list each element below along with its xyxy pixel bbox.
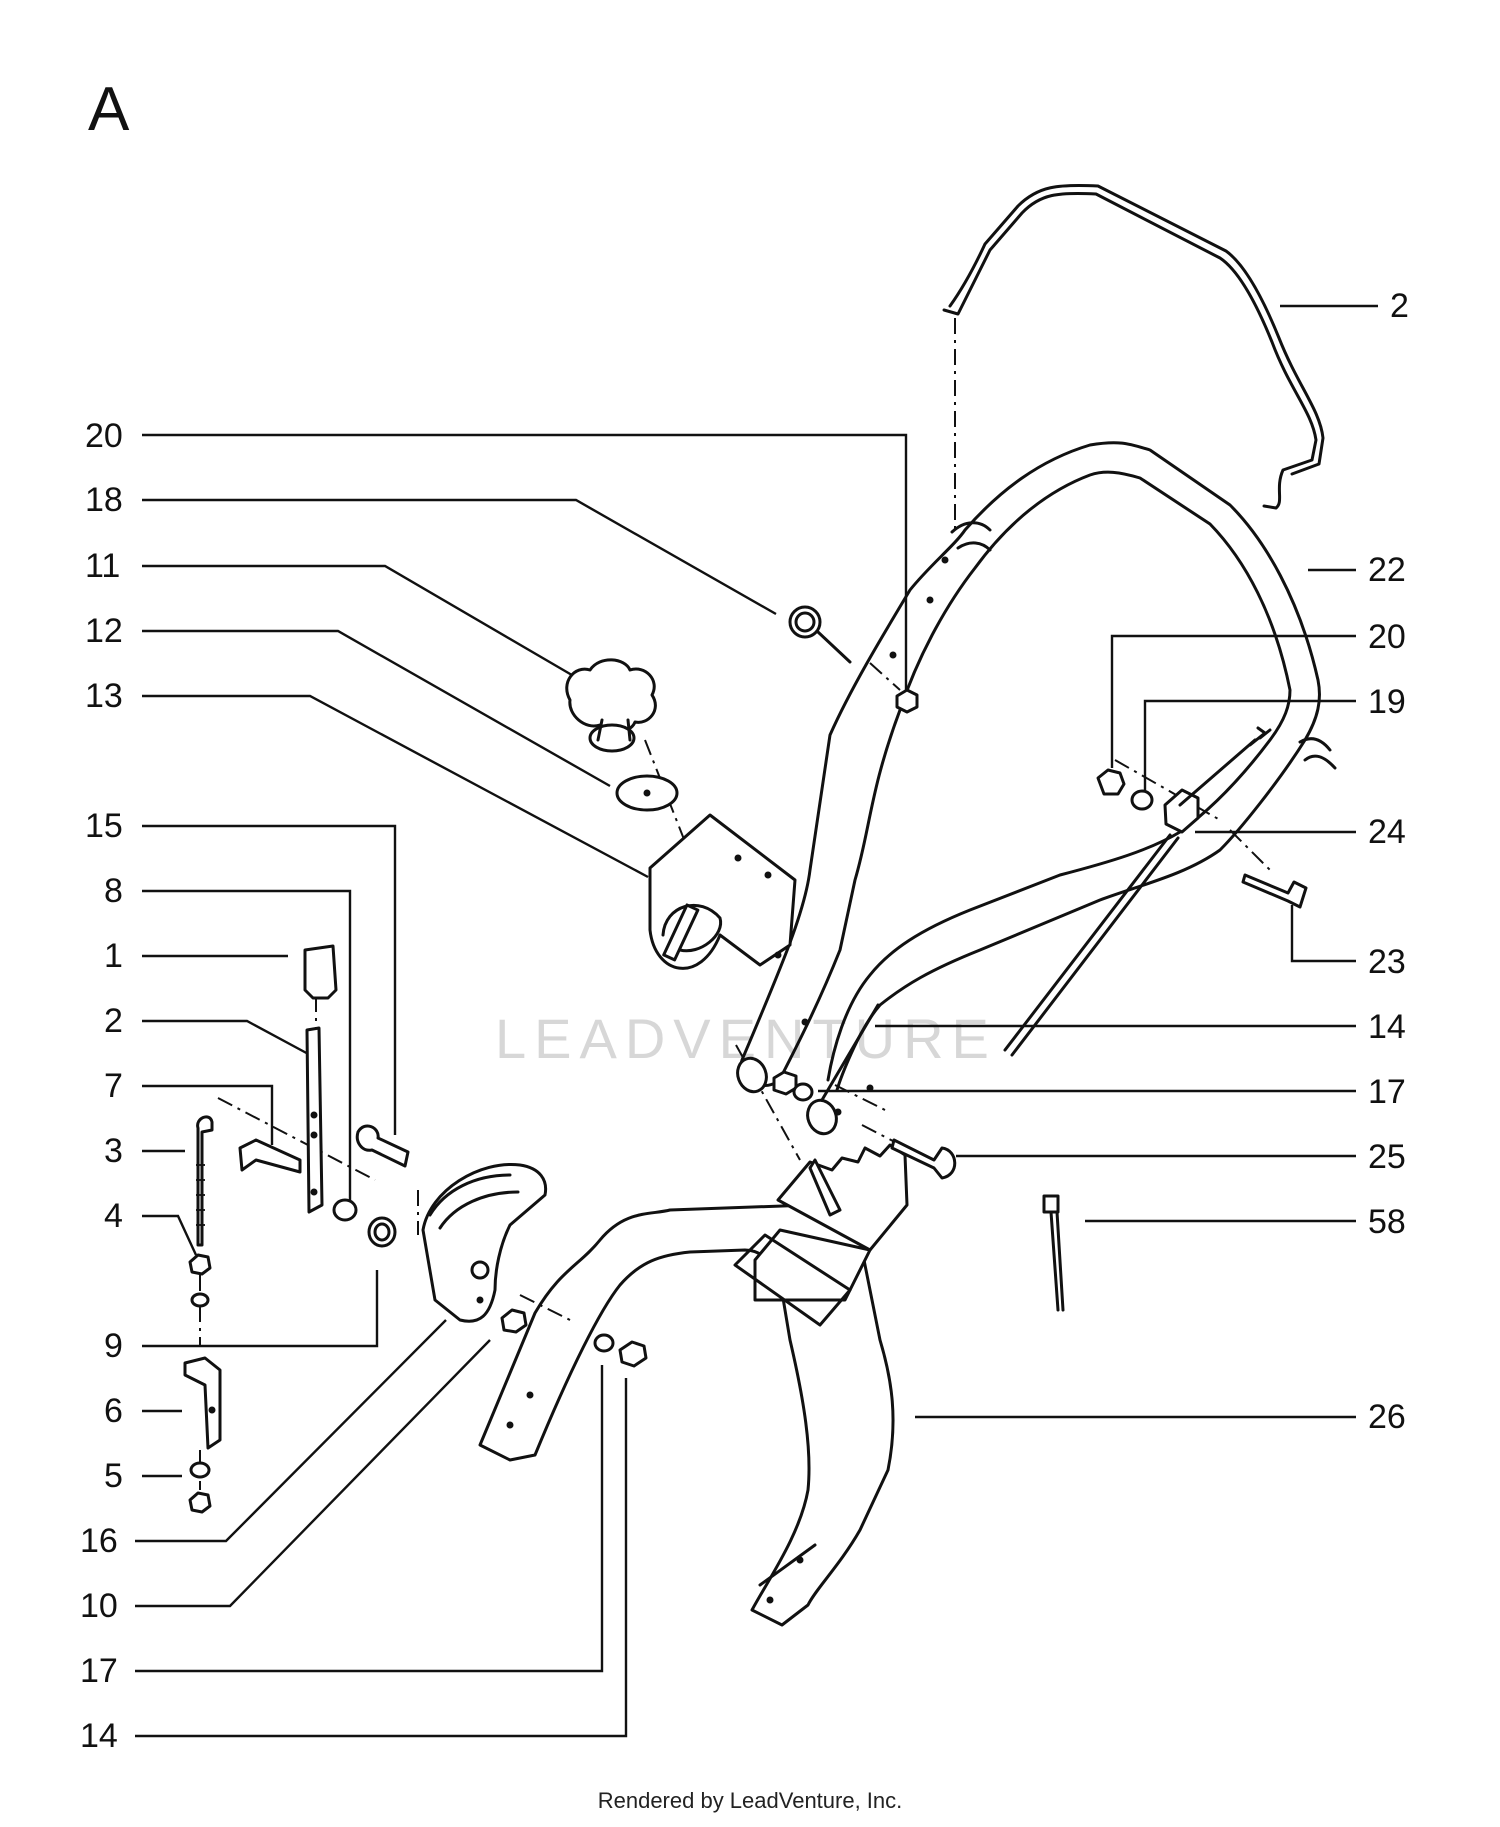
label-7: 7	[104, 1067, 123, 1105]
nut-20-right	[1096, 768, 1126, 796]
footer-text: Rendered by LeadVenture, Inc.	[597, 1788, 903, 1813]
washer-part-17-mid	[792, 1082, 814, 1102]
label-4: 4	[104, 1197, 123, 1235]
cable-tie-part-58	[1042, 1194, 1065, 1312]
bolt-part-15	[355, 1124, 410, 1168]
grip-part-1	[303, 944, 338, 1000]
label-13: 13	[85, 677, 123, 715]
lever-assembly	[183, 944, 648, 1514]
label-26: 26	[1368, 1398, 1406, 1436]
label-14-right: 14	[1368, 1008, 1406, 1046]
label-2-right: 2	[1390, 287, 1409, 325]
label-23: 23	[1368, 943, 1406, 981]
label-20-right: 20	[1368, 618, 1406, 656]
label-6: 6	[104, 1392, 123, 1430]
label-18: 18	[85, 481, 123, 519]
nut-part-5	[188, 1491, 212, 1514]
label-3: 3	[104, 1132, 123, 1170]
washer-part-17-low	[593, 1333, 615, 1353]
right-labels: 2 22 20 19 24 23 14 17 25 58 26	[1368, 287, 1409, 1436]
bolt-part-7	[238, 1138, 302, 1174]
washer-19	[1130, 789, 1154, 811]
bracket-part-6	[183, 1356, 222, 1450]
control-bail-part-2	[942, 183, 1325, 510]
nut-part-10	[500, 1308, 528, 1334]
upper-handle-part-22	[736, 441, 1337, 1136]
label-1: 1	[104, 937, 123, 975]
nut-part-14-low	[618, 1340, 648, 1368]
label-24: 24	[1368, 813, 1406, 851]
label-2-left: 2	[104, 1002, 123, 1040]
diagram-title: A	[88, 75, 130, 144]
label-9: 9	[104, 1327, 123, 1365]
rod-part-3	[196, 1115, 214, 1247]
left-labels: 20 18 11 12 13 15 8 1 2 7 3 4 9 6 5 16 1…	[80, 417, 123, 1755]
label-16: 16	[80, 1522, 118, 1560]
label-14-left: 14	[80, 1717, 118, 1755]
bolt-part-25	[890, 1138, 957, 1180]
height-plate	[733, 1143, 909, 1327]
lever-part-2	[305, 1026, 324, 1214]
label-8: 8	[104, 872, 123, 910]
cable-clamp-24	[1163, 788, 1200, 834]
label-17-right: 17	[1368, 1073, 1406, 1111]
label-19: 19	[1368, 683, 1406, 721]
washer-hole	[643, 789, 651, 797]
label-17-left: 17	[80, 1652, 118, 1690]
bracket-part-13	[648, 813, 797, 970]
label-20-left: 20	[85, 417, 123, 455]
lower-handle-part-26	[478, 1203, 895, 1627]
label-5: 5	[104, 1457, 123, 1495]
washer-part-5	[189, 1461, 211, 1479]
label-25: 25	[1368, 1138, 1406, 1176]
left-leader-lines	[135, 433, 908, 1738]
label-12: 12	[85, 612, 123, 650]
hairpin-part-18	[788, 605, 852, 664]
label-15: 15	[85, 807, 123, 845]
washer-part-8	[332, 1198, 358, 1222]
spring-part-9	[367, 1216, 397, 1248]
label-22: 22	[1368, 551, 1406, 589]
cable-bracket-group	[1003, 726, 1308, 1057]
label-11: 11	[85, 547, 120, 585]
knob-part-11	[565, 658, 657, 753]
nut-part-20-left	[895, 688, 919, 714]
label-58: 58	[1368, 1203, 1406, 1241]
bolt-23	[1241, 873, 1308, 909]
washer-part-4	[190, 1292, 210, 1308]
label-10: 10	[80, 1587, 118, 1625]
right-leader-lines	[818, 304, 1378, 1419]
gear-quadrant-part-16	[421, 1162, 548, 1323]
nut-part-4	[188, 1253, 212, 1276]
